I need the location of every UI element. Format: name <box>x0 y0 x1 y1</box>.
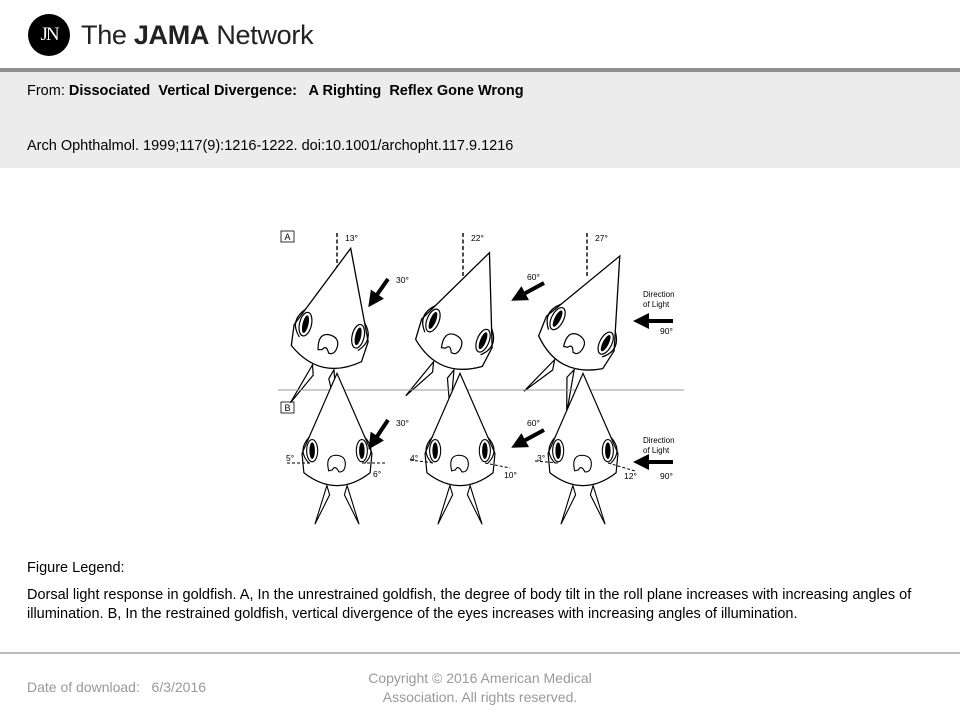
fish-a3-light-label: 90° <box>660 326 673 336</box>
fish-a3-tilt-label: 27° <box>595 233 608 243</box>
fish-b3: 3° 12° Direction of Light 90° <box>534 372 675 525</box>
header-divider <box>0 68 960 72</box>
light-arrow-a2 <box>511 281 545 301</box>
fish-a3-direction-label-2: of Light <box>643 300 670 309</box>
fish-a1: 13° 30° <box>276 233 409 418</box>
fish-b1-light-label: 30° <box>396 418 409 428</box>
article-title: Dissociated Vertical Divergence: A Right… <box>68 83 524 99</box>
fish-b3-direction-label-2: of Light <box>643 446 670 455</box>
fish-b2-left-eye-label: 4° <box>410 453 418 463</box>
panel-a-label-box <box>280 230 295 243</box>
fish-a2-light-label: 60° <box>527 272 540 282</box>
fish-b3-left-eye-label: 3° <box>537 453 545 463</box>
fish-b1-right-eye-label: 6° <box>373 469 381 479</box>
panel-a: A 13° 30° 22° 60° 27° Direction of Light… <box>276 230 675 421</box>
copyright-notice: Copyright © 2016 American Medical Associ… <box>368 670 592 705</box>
fish-b1: 5° 6° 30° <box>286 372 409 525</box>
fish-b3-right-eye-label: 12° <box>624 471 637 481</box>
dorsal-light-response-figure: A 13° 30° 22° 60° 27° Direction of Light… <box>276 230 684 525</box>
figure-legend-text: Dorsal light response in goldfish. A, In… <box>27 587 912 622</box>
fish-a1-light-label: 30° <box>396 275 409 285</box>
panel-b: B 5° 6° 30° 4° 10° 60° 3° 12° Direction <box>280 372 675 525</box>
article-info-band: From: Dissociated Vertical Divergence: A… <box>0 72 960 168</box>
fish-b1-left-eye-label: 5° <box>286 453 294 463</box>
fish-b2-right-eye-label: 10° <box>504 470 517 480</box>
panel-b-label-box <box>280 401 295 414</box>
fish-a2: 22° 60° <box>392 233 545 420</box>
footer-divider <box>0 652 960 654</box>
figure-legend-title: Figure Legend: <box>27 560 125 576</box>
fish-a2-tilt-label: 22° <box>471 233 484 243</box>
fish-a1-tilt-label: 13° <box>345 233 358 243</box>
download-date: Date of download: 6/3/2016 <box>27 679 207 695</box>
article-title-line: From: Dissociated Vertical Divergence: A… <box>27 83 524 99</box>
fish-a3-direction-label-1: Direction <box>643 290 675 299</box>
panel-b-label: B <box>284 403 290 413</box>
fish-b2: 4° 10° 60° <box>409 372 545 525</box>
article-citation: Arch Ophthalmol. 1999;117(9):1216-1222. … <box>27 138 514 154</box>
light-arrow-a1 <box>368 277 390 308</box>
fish-b3-light-label: 90° <box>660 471 673 481</box>
light-arrow-b1 <box>368 418 390 450</box>
jama-network-logo: JN The JAMA Network <box>28 13 314 57</box>
fish-a3: 27° Direction of Light 90° <box>510 233 675 421</box>
panel-a-label: A <box>284 232 290 242</box>
fish-b3-direction-label-1: Direction <box>643 436 675 445</box>
light-arrow-b2 <box>511 428 545 448</box>
brand-wordmark: The JAMA Network <box>81 19 314 50</box>
fish-b2-light-label: 60° <box>527 418 540 428</box>
jn-logo-mark: JN <box>28 14 70 56</box>
